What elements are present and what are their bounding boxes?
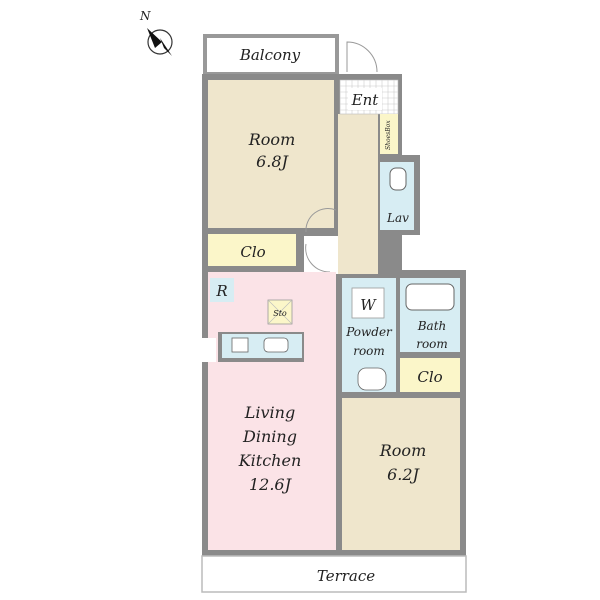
room-south-name: Room [379,441,426,460]
balcony-label: Balcony [239,46,301,64]
balcony-area: Balcony [203,34,339,76]
refrigerator-space [210,278,234,302]
north-arrow-icon [147,28,162,48]
shoes-box-label: ShoesBox [385,120,392,150]
room-south [342,398,460,550]
hall-landing [304,236,338,274]
washer-label: W [360,296,377,314]
balcony-wall [203,34,339,76]
closet-north-label: Clo [240,243,265,261]
stove-icon [231,337,249,353]
entrance-area: Ent [339,79,399,115]
compass-ring [147,29,173,55]
north-label: N [139,9,151,23]
compass-tail [160,38,172,56]
compass: N [139,9,173,56]
washer-space [351,287,385,319]
refrigerator-label: R [215,282,227,300]
toilet-icon [389,167,407,191]
room-north [208,80,334,228]
storage-label: Sto [273,309,287,318]
room-south-size: 6.2J [387,465,420,484]
hallway [338,114,378,274]
closet-south-label: Clo [417,368,442,386]
terrace-border [201,555,467,593]
closet-south [400,358,460,392]
room-north-size: 6.8J [256,152,289,171]
shoes-box [380,114,398,154]
closet-north [208,234,296,266]
ldk-size: 12.6J [249,475,293,494]
washbasin-icon [357,367,387,391]
room-door-swing [305,207,337,233]
entrance-label-bg [348,88,382,110]
kitchen-window [202,338,216,362]
storage-cross [267,299,293,325]
terrace-area: Terrace [201,555,467,593]
entrance-door-swing [346,41,378,73]
powder-room-line2: room [353,344,385,358]
bathtub-icon [405,283,455,311]
ldk-line1: Living [244,403,295,422]
terrace-label: Terrace [317,567,375,585]
powder-room-line1: Powder [345,325,393,339]
entrance-label: Ent [351,91,380,109]
room-north-name: Room [248,130,295,149]
ldk-line2: Dining [242,427,297,446]
ldk-line3: Kitchen [238,451,302,470]
bath-room-line1: Bath [417,319,447,333]
sink-icon [263,337,289,353]
bath-room-line2: room [416,337,448,351]
lavatory-label: Lav [386,211,409,225]
ldk-door-swing [305,243,331,273]
